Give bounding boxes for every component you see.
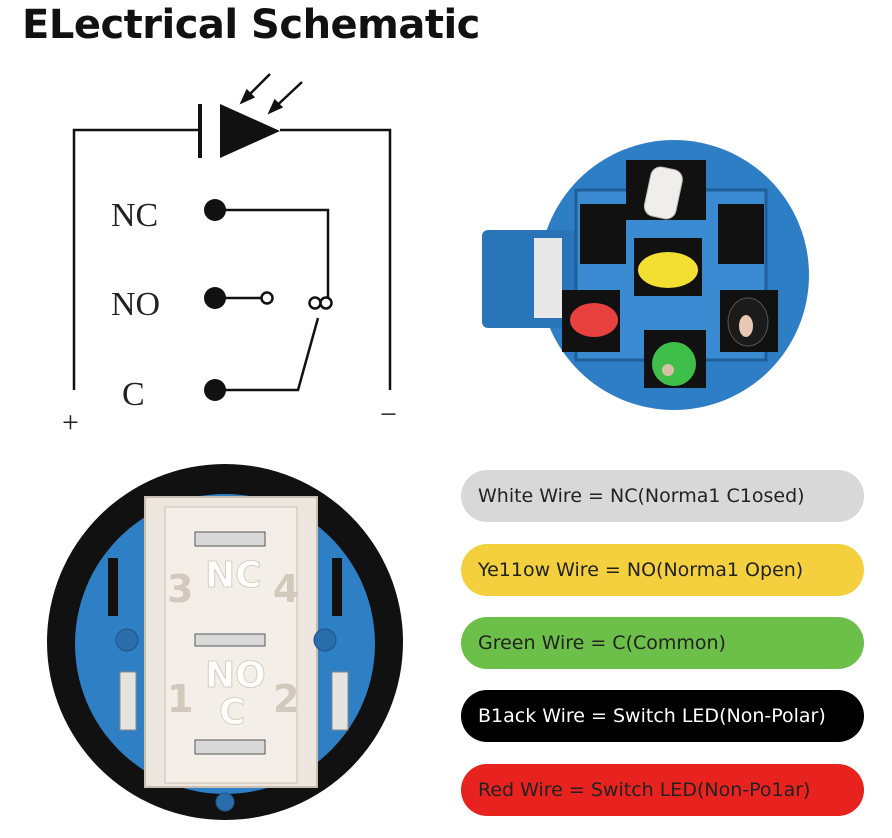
slot-left-top — [108, 558, 118, 616]
nc-wire — [215, 208, 330, 300]
legend-green-wire: Green Wire = C(Common) — [461, 617, 864, 669]
terminal-middle — [194, 633, 266, 647]
push-button-back-view: NC NO C 3 4 1 2 — [47, 464, 403, 820]
c-label: C — [122, 376, 145, 413]
left-supply-wire — [72, 128, 190, 390]
pin-label-3: 3 — [167, 567, 193, 611]
no-contact-open — [260, 291, 274, 305]
legend-red-text: Red Wire = Switch LED(Non-Po1ar) — [478, 779, 811, 801]
wire-red — [570, 303, 618, 337]
led-diode-symbol — [220, 104, 280, 158]
pin-label-4: 4 — [273, 567, 299, 611]
right-supply-wire — [280, 128, 392, 390]
legend-red-wire: Red Wire = Switch LED(Non-Po1ar) — [461, 764, 864, 816]
legend-white-text: White Wire = NC(Norma1 C1osed) — [478, 485, 805, 507]
legend-yellow-wire: Ye11ow Wire = NO(Norma1 Open) — [461, 544, 864, 596]
minus-label: − — [380, 398, 397, 431]
wire-green — [652, 342, 696, 386]
wire-white — [643, 166, 683, 220]
wire-yellow — [638, 252, 698, 288]
electrical-schematic: NC NO C + − — [62, 73, 397, 439]
no-terminal-dot — [204, 287, 226, 309]
mount-hole-right — [313, 628, 337, 652]
terminal-bottom — [194, 739, 266, 755]
pin-label-1: 1 — [167, 677, 193, 721]
pin-label-2: 2 — [273, 677, 299, 721]
legend-white-wire: White Wire = NC(Norma1 C1osed) — [461, 470, 864, 522]
slot-left-bottom — [119, 671, 137, 731]
nc-label: NC — [111, 197, 158, 234]
switch-contact-b — [319, 296, 333, 310]
plus-label: + — [62, 406, 79, 439]
no-label: NO — [111, 286, 160, 323]
slot-right-top — [332, 558, 342, 616]
led-light-arrows — [239, 73, 303, 115]
terminal-top — [194, 531, 266, 547]
c-terminal-label: C — [219, 692, 245, 733]
slot-right-bottom — [331, 671, 349, 731]
legend-black-wire: B1ack Wire = Switch LED(Non-Polar) — [461, 690, 864, 742]
legend-green-text: Green Wire = C(Common) — [478, 632, 726, 654]
mount-hole-left — [115, 628, 139, 652]
cavity-right — [718, 204, 764, 264]
nc-terminal-label: NC — [205, 555, 262, 596]
switch-contact-a — [308, 296, 322, 310]
legend-yellow-text: Ye11ow Wire = NO(Norma1 Open) — [478, 559, 804, 581]
cavity-left — [580, 204, 626, 264]
c-wire — [215, 317, 320, 392]
nc-terminal-dot — [204, 199, 226, 221]
page-title: ELectrical Schematic — [22, 2, 480, 48]
no-terminal-label: NO — [205, 655, 266, 696]
legend-black-text: B1ack Wire = Switch LED(Non-Polar) — [478, 705, 826, 727]
wire-connector-illustration — [482, 140, 809, 410]
c-terminal-dot — [204, 379, 226, 401]
mount-hole-bottom — [215, 792, 235, 812]
